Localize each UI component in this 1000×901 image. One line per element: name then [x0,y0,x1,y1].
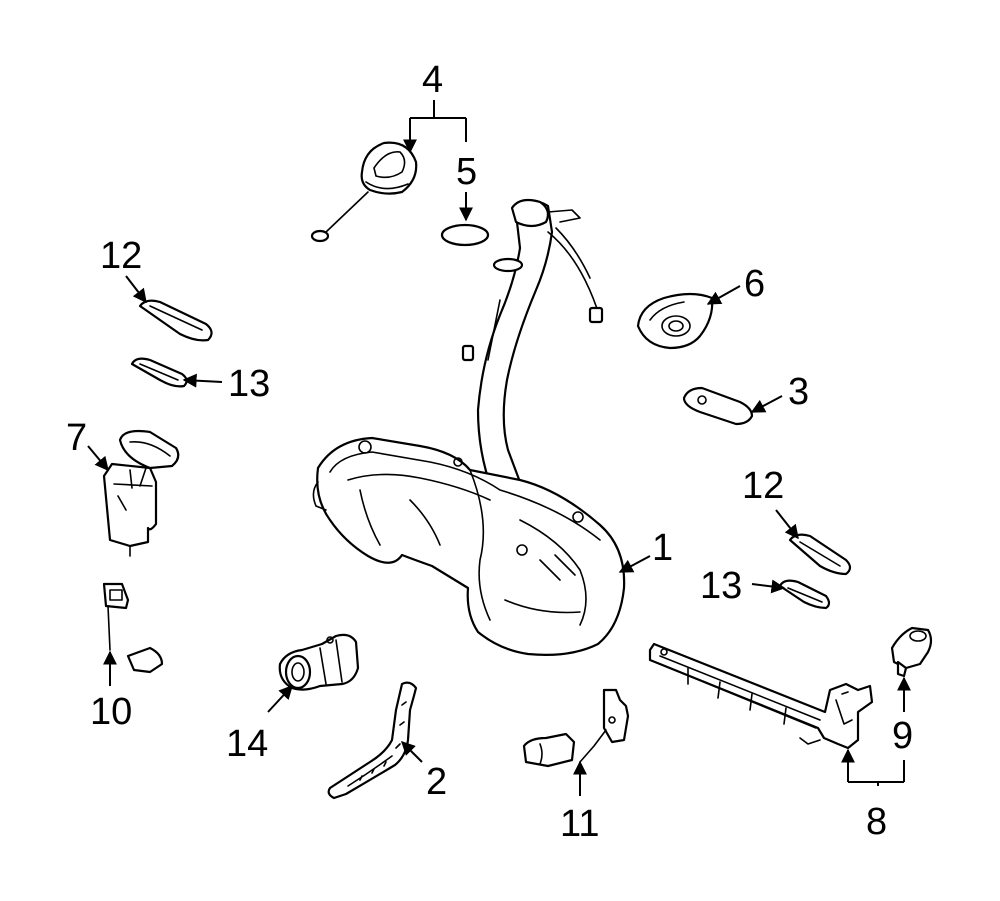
gasket-right-13-part [778,579,831,610]
fuel-tank-part [312,198,626,656]
seal-ring-part [440,223,490,247]
gasket-right-12-part [788,533,852,576]
filler-housing-part [636,292,714,350]
callout-6: 6 [744,263,765,305]
callout-12-right: 12 [742,465,784,507]
level-sensor-part [102,582,164,674]
connector-part [890,626,933,678]
callout-13-right: 13 [700,565,742,607]
callout-1: 1 [652,527,673,569]
fuel-cap-part [310,141,418,243]
callout-14: 14 [226,723,268,765]
callout-2: 2 [426,761,447,803]
tank-strap-part [327,681,418,800]
plate-part [682,386,754,426]
callout-13-left: 13 [228,363,270,405]
callout-3: 3 [788,371,809,413]
sensor-bracket-part [522,688,630,768]
gasket-left-12-part [138,299,213,342]
fuel-pump-part [102,429,180,557]
callout-5: 5 [456,151,477,193]
valve-part [278,633,360,691]
rail-assembly-part [648,642,874,750]
gasket-left-13-part [130,357,188,388]
callout-7: 7 [66,417,87,459]
callout-9: 9 [892,715,913,757]
callout-11: 11 [560,803,599,845]
callout-10: 10 [90,691,132,733]
callout-labels: 4 5 12 13 6 3 7 12 1 13 10 14 2 11 9 8 [66,59,913,845]
callout-8: 8 [866,801,887,843]
leader-lines [87,100,911,796]
callout-12-left: 12 [100,235,142,277]
callout-4: 4 [422,59,443,101]
